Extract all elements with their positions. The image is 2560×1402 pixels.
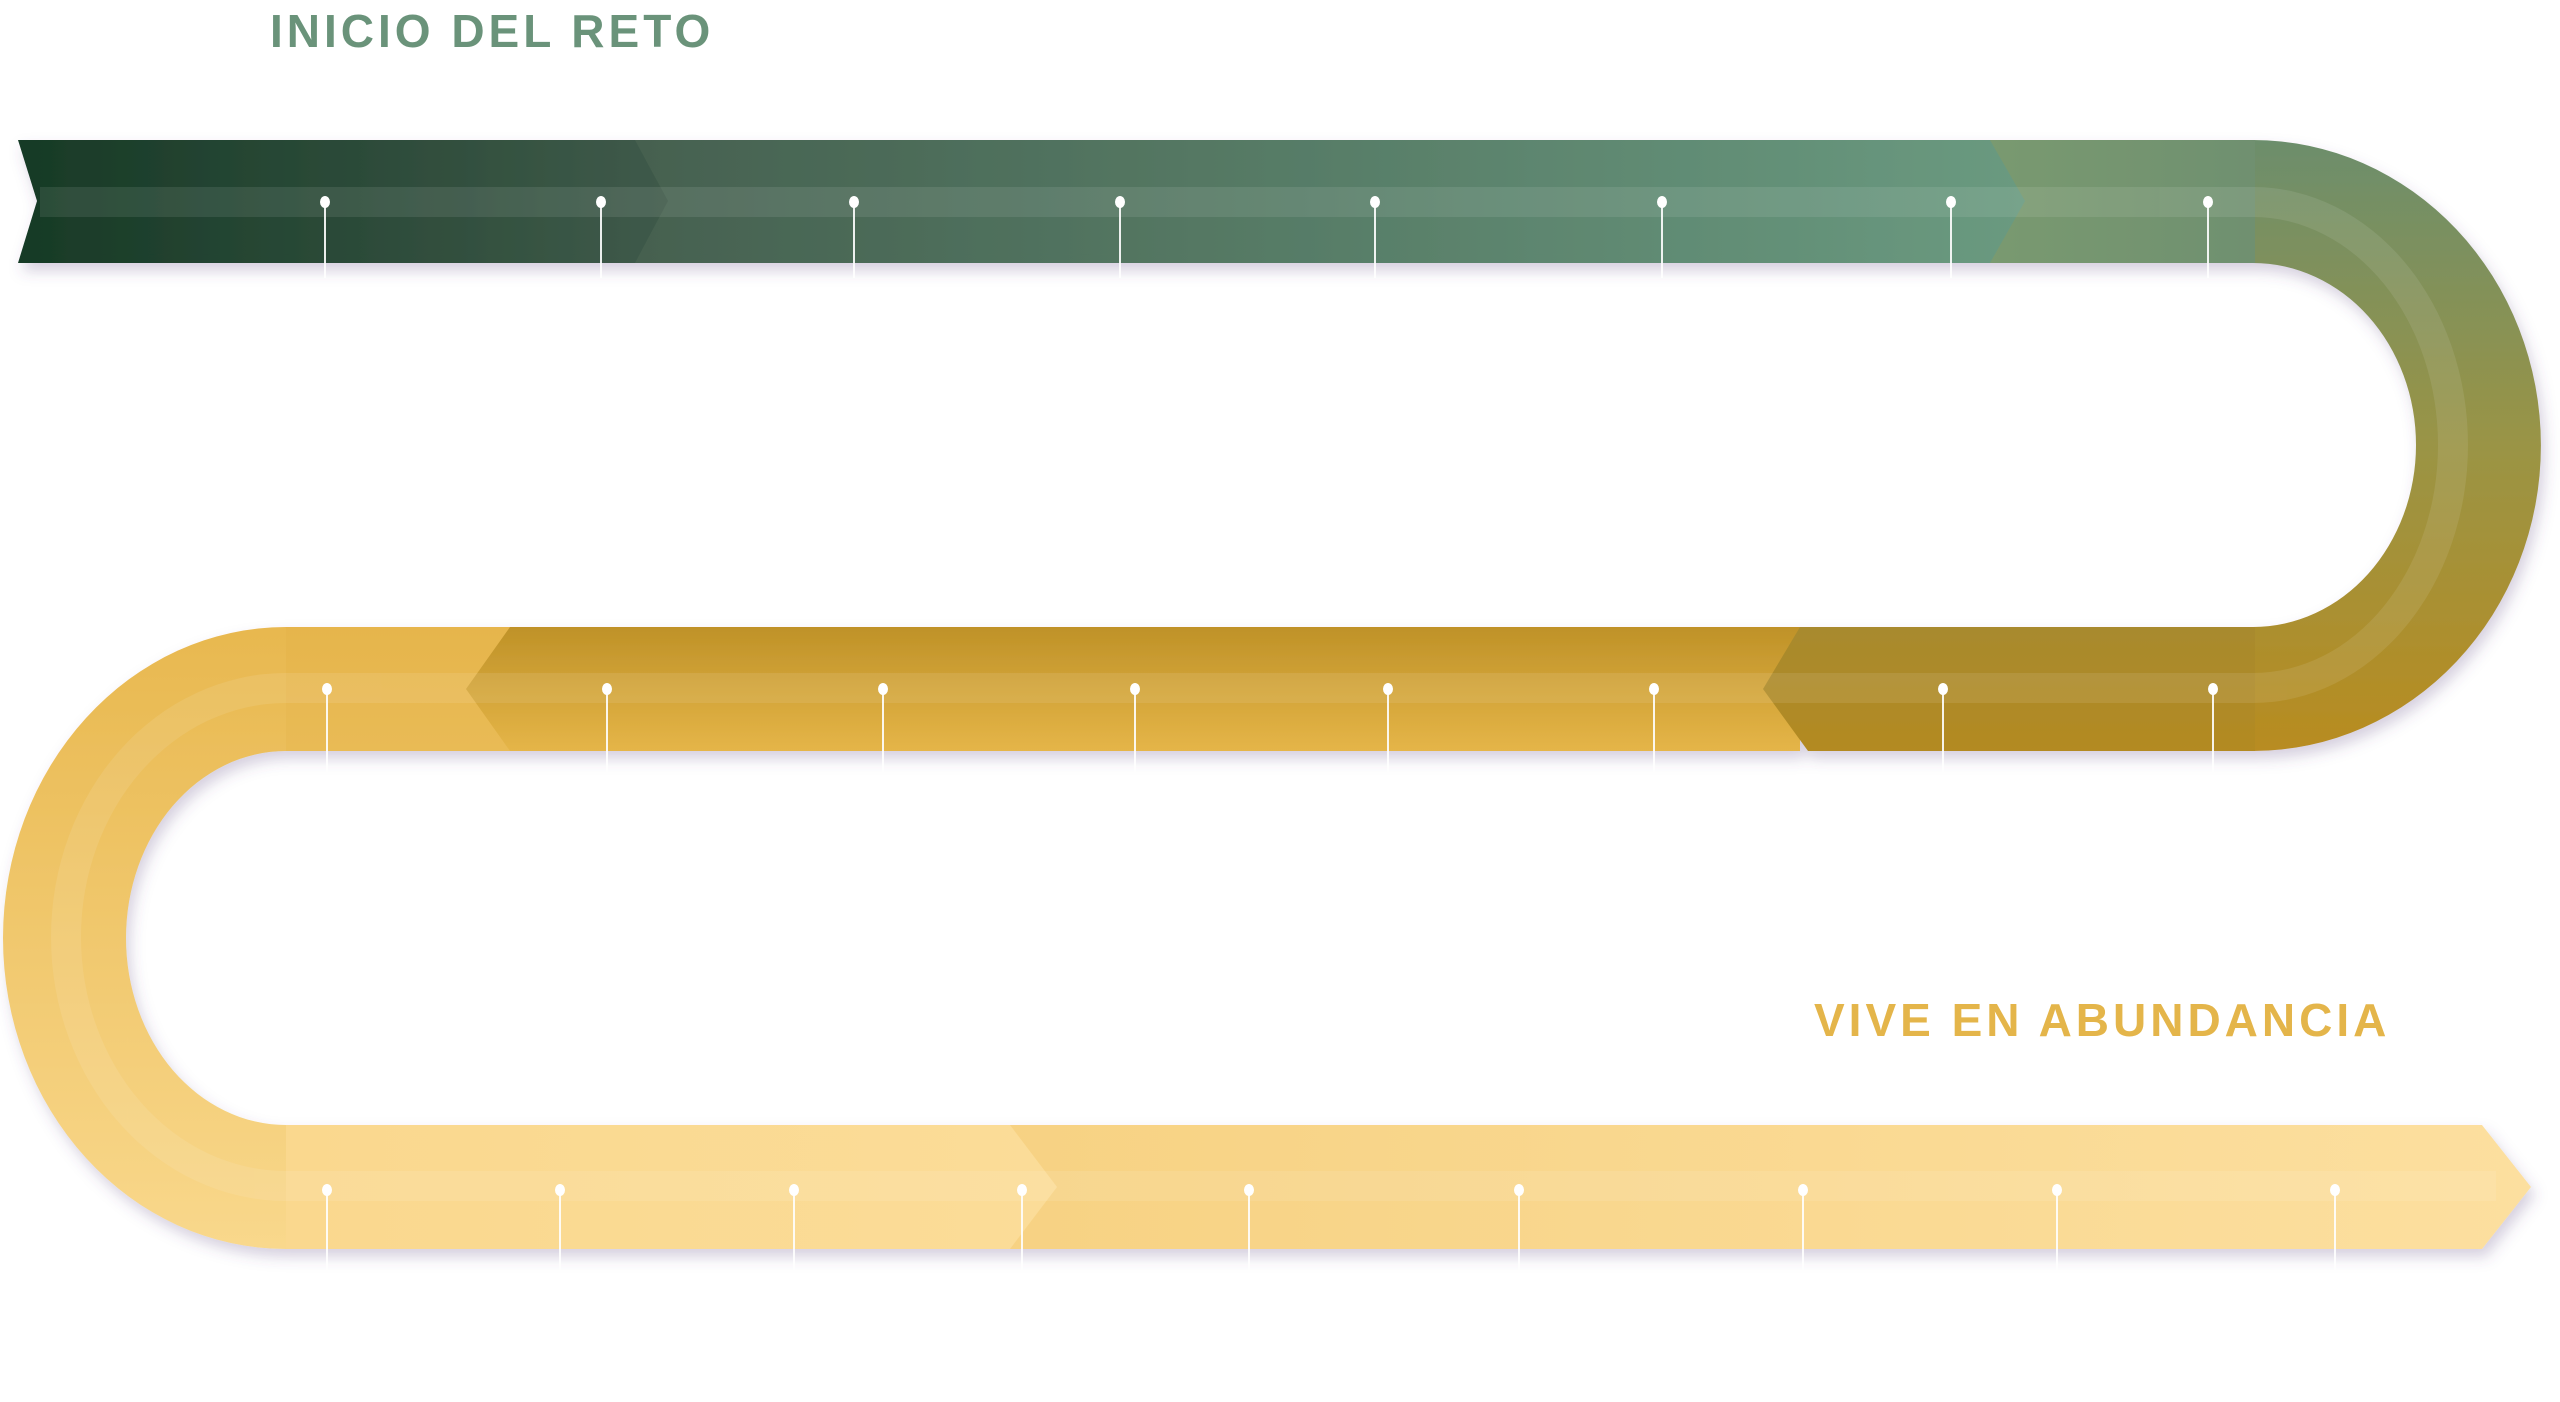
marker-dot: [2208, 683, 2218, 695]
milestone-marker: [1798, 1184, 1808, 1293]
marker-dot: [878, 683, 888, 695]
marker-dot: [322, 1184, 332, 1196]
marker-dot: [555, 1184, 565, 1196]
milestone-marker: [2208, 683, 2218, 792]
top-segment-1: [18, 140, 668, 263]
marker-dot: [1514, 1184, 1524, 1196]
marker-dot: [322, 683, 332, 695]
marker-dot: [2052, 1184, 2062, 1196]
milestone-marker: [322, 683, 332, 792]
marker-dot: [596, 196, 606, 208]
marker-dot: [1938, 683, 1948, 695]
right-curve: [2240, 140, 2541, 751]
milestone-marker: [602, 683, 612, 792]
marker-dot: [1130, 683, 1140, 695]
marker-dot: [849, 196, 859, 208]
milestone-marker: [596, 196, 606, 278]
milestone-marker: [2052, 1184, 2062, 1293]
milestone-marker: [555, 1184, 565, 1293]
milestone-marker: [2330, 1184, 2340, 1293]
middle-segment-1: [1763, 627, 2255, 751]
milestone-marker: [1370, 196, 1380, 278]
marker-dot: [1946, 196, 1956, 208]
end-title: VIVE EN ABUNDANCIA: [1814, 994, 2391, 1046]
marker-dot: [602, 683, 612, 695]
marker-dot: [320, 196, 330, 208]
milestone-marker: [2203, 196, 2213, 278]
top-segment-2: [620, 140, 2025, 263]
marker-dot: [1649, 683, 1659, 695]
marker-dot: [1383, 683, 1393, 695]
milestone-marker: [789, 1184, 799, 1293]
marker-dot: [1244, 1184, 1254, 1196]
milestone-marker: [1244, 1184, 1254, 1293]
marker-dot: [1798, 1184, 1808, 1196]
marker-dot: [1370, 196, 1380, 208]
milestone-marker: [1115, 196, 1125, 278]
marker-dot: [1115, 196, 1125, 208]
road-shapes: [3, 140, 2541, 1249]
milestone-marker: [320, 196, 330, 278]
bottom-segment-1: [286, 1125, 1057, 1249]
marker-dot: [1017, 1184, 1027, 1196]
milestone-marker: [1649, 683, 1659, 792]
bottom-segment-2: [1000, 1125, 2531, 1249]
milestone-marker: [322, 1184, 332, 1293]
marker-dot: [789, 1184, 799, 1196]
milestone-marker: [1514, 1184, 1524, 1293]
milestone-marker: [1383, 683, 1393, 792]
milestone-markers: [320, 196, 2340, 1293]
milestone-marker: [1017, 1184, 1027, 1293]
road-highlight: [40, 187, 2496, 1201]
marker-dot: [1657, 196, 1667, 208]
milestone-marker: [849, 196, 859, 278]
marker-dot: [2330, 1184, 2340, 1196]
milestone-marker: [1657, 196, 1667, 278]
left-curve: [3, 627, 300, 1249]
milestone-marker: [1130, 683, 1140, 792]
start-title: INICIO DEL RETO: [270, 5, 715, 57]
marker-dot: [2203, 196, 2213, 208]
milestone-marker: [1946, 196, 1956, 278]
milestone-marker: [878, 683, 888, 792]
milestone-marker: [1938, 683, 1948, 792]
